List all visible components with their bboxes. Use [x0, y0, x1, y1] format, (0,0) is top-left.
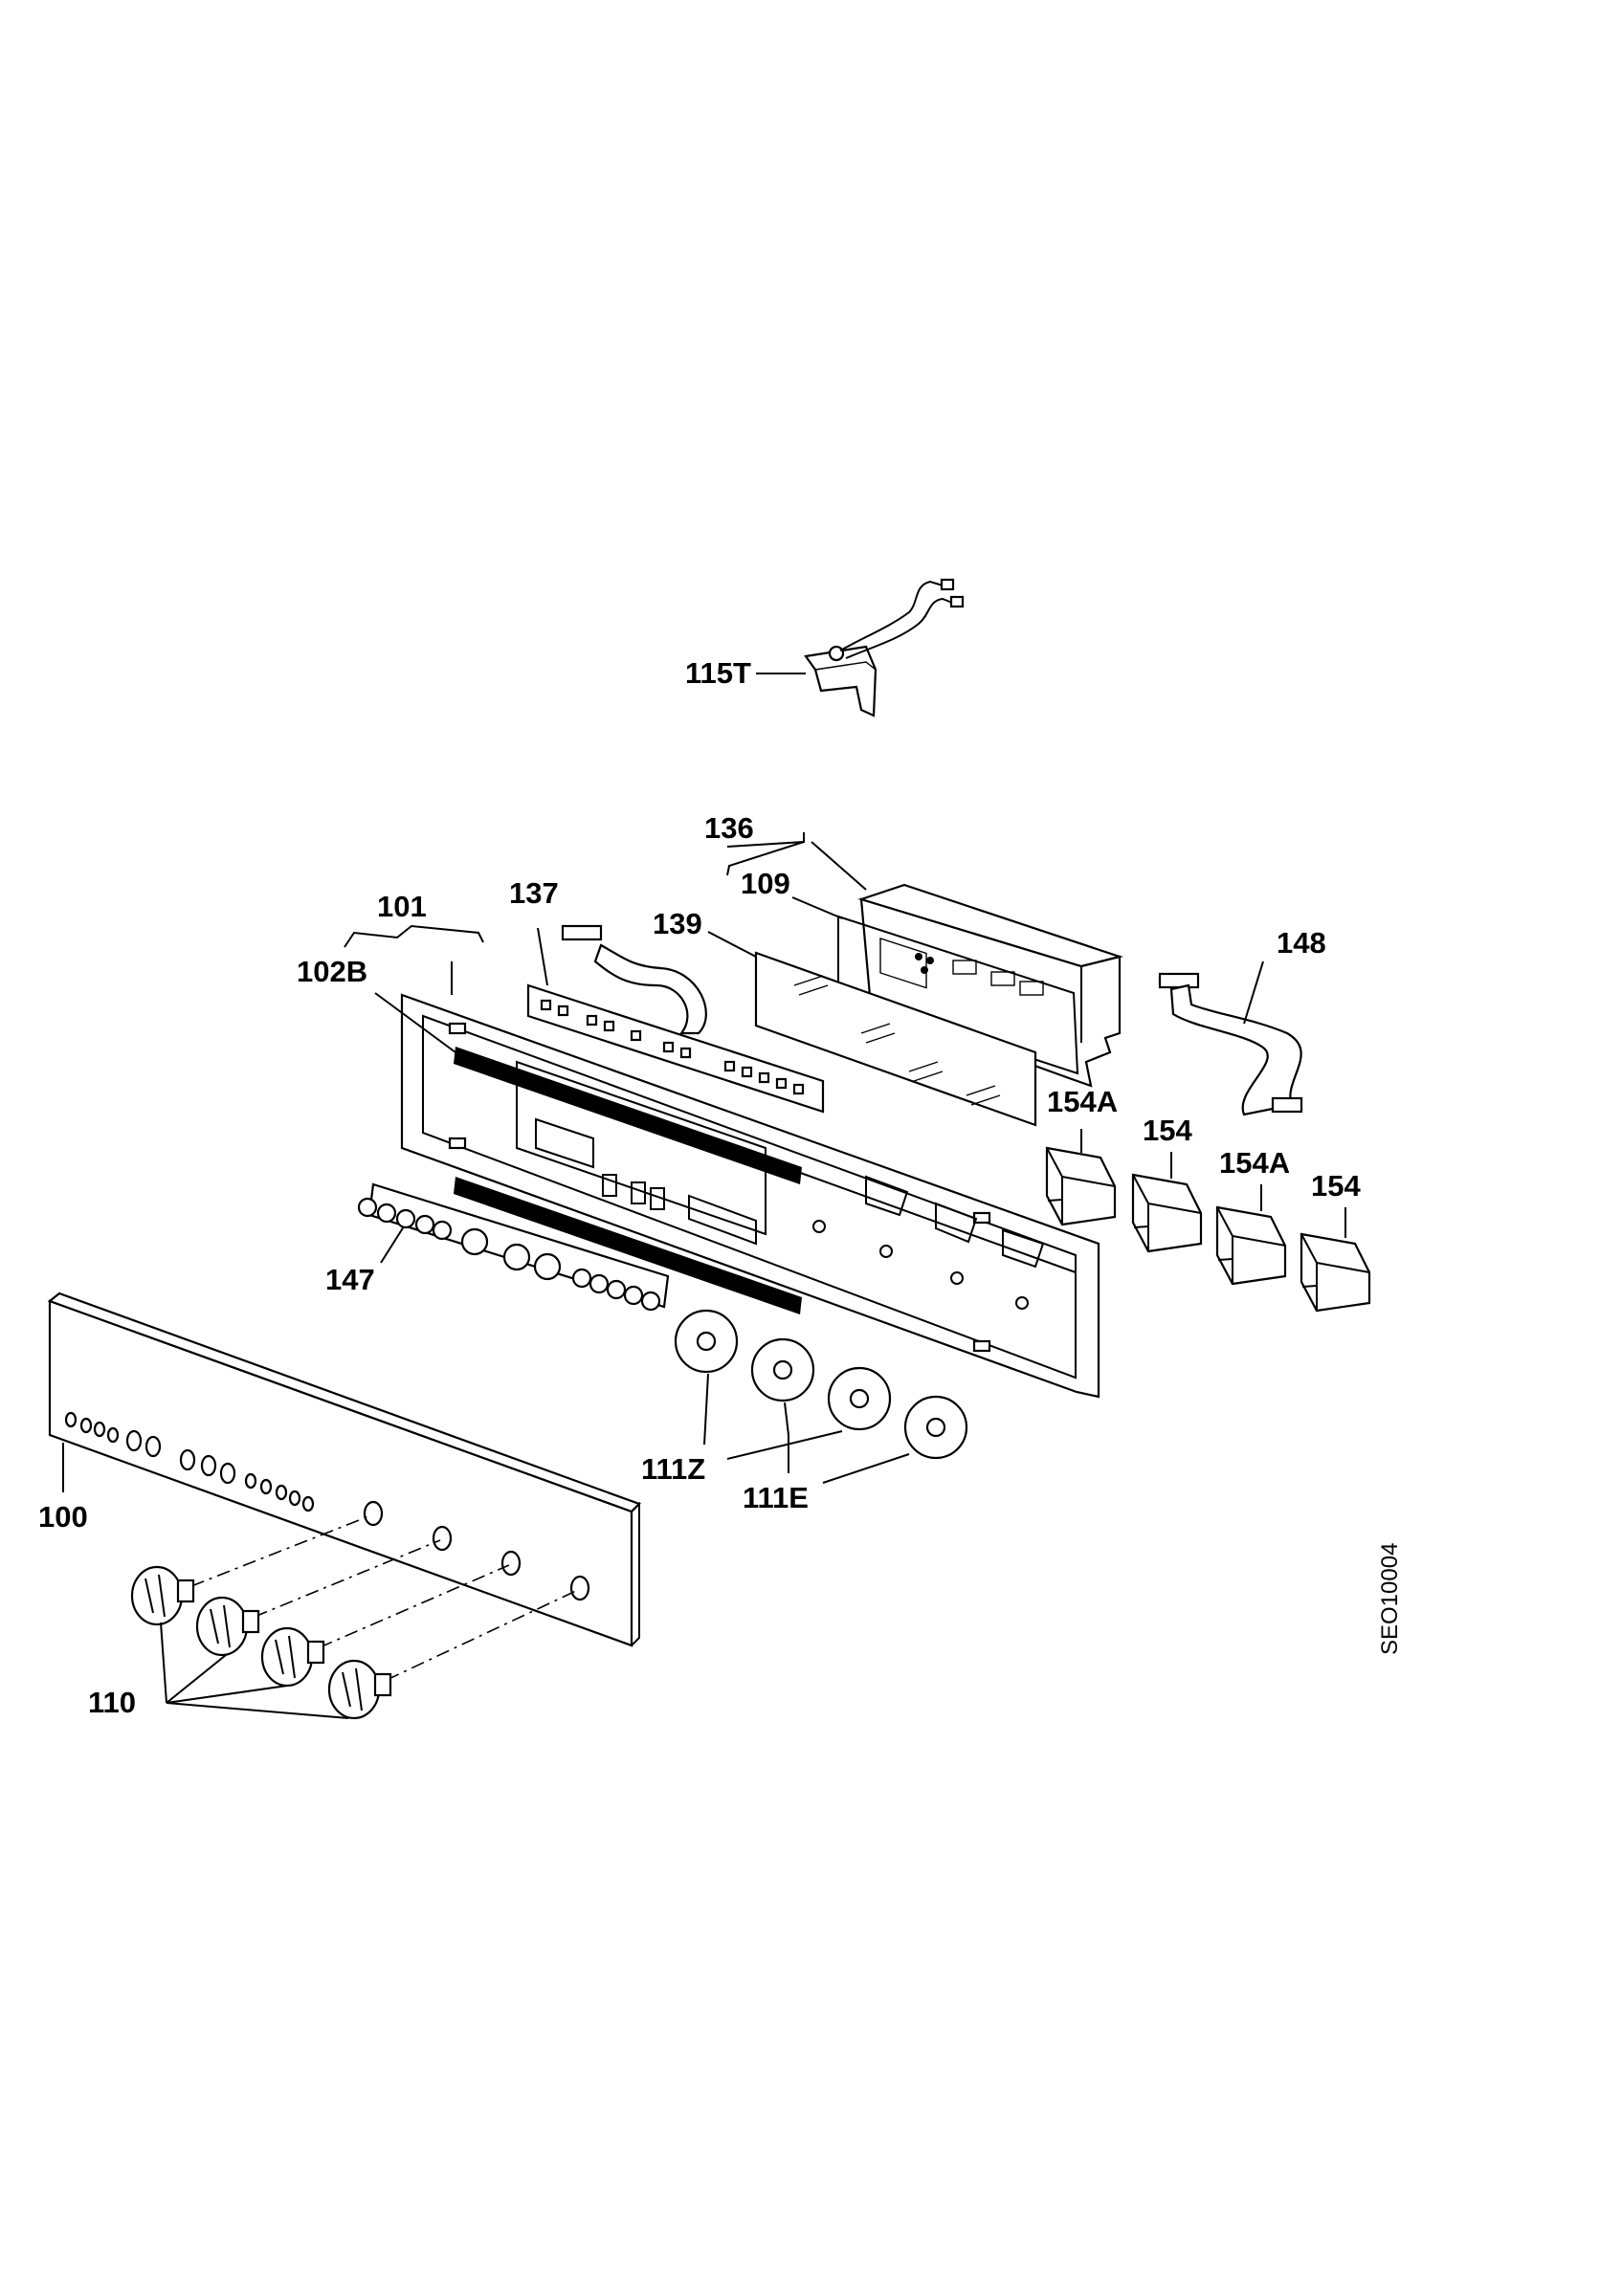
callout-100: 100 [38, 1500, 88, 1534]
part-148-ribbon-cable [1158, 960, 1303, 1116]
callout-110: 110 [88, 1686, 136, 1719]
part-154A-switch-1 [1045, 1129, 1117, 1226]
callout-111Z: 111Z [641, 1452, 705, 1486]
callout-101: 101 [377, 890, 427, 923]
callout-102B: 102B [297, 955, 367, 988]
part-147-indicator-strip [357, 1182, 670, 1312]
callout-154A-2: 154A [1219, 1146, 1290, 1180]
callout-147: 147 [325, 1263, 375, 1296]
part-111-knob-washers [674, 1309, 968, 1484]
part-137-button-board [526, 924, 825, 1114]
callout-154-2: 154 [1311, 1169, 1361, 1203]
callout-154A-1: 154A [1047, 1085, 1118, 1118]
part-100-front-fascia [47, 1292, 641, 1647]
drawing-code: SEO10004 [1377, 1543, 1403, 1655]
callout-109: 109 [741, 867, 790, 900]
part-139-glass-panel [707, 931, 1037, 1127]
part-154-switch-1 [1131, 1152, 1203, 1253]
callout-115T: 115T [685, 656, 751, 690]
callout-136: 136 [704, 811, 754, 845]
part-154A-switch-2 [1215, 1184, 1287, 1286]
callout-148: 148 [1277, 926, 1326, 960]
part-154-switch-2 [1300, 1207, 1371, 1313]
part-102B-gasket-strips [374, 992, 802, 1314]
callout-111E: 111E [743, 1481, 809, 1514]
part-115T-sensor-bracket [756, 578, 965, 718]
part-110-control-knobs [130, 1514, 579, 1720]
callout-154-1: 154 [1143, 1114, 1192, 1147]
part-136-display-module [726, 832, 1123, 1088]
callout-139: 139 [653, 907, 702, 940]
callout-labels: 115T 136 109 101 137 139 148 102B 154A 1… [38, 656, 1403, 1719]
callout-137: 137 [509, 876, 559, 910]
